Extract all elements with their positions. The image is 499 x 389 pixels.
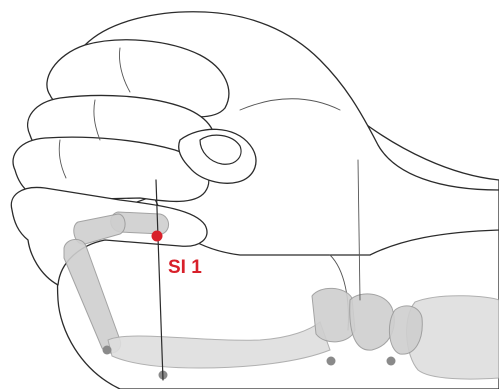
joint-marker-1 xyxy=(103,346,112,355)
acupoint-label: SI 1 xyxy=(168,257,202,278)
joint-marker-3 xyxy=(327,357,336,366)
hamate-bone xyxy=(312,288,355,342)
acupoint-si1-marker xyxy=(152,231,163,242)
joint-marker-4 xyxy=(387,357,396,366)
